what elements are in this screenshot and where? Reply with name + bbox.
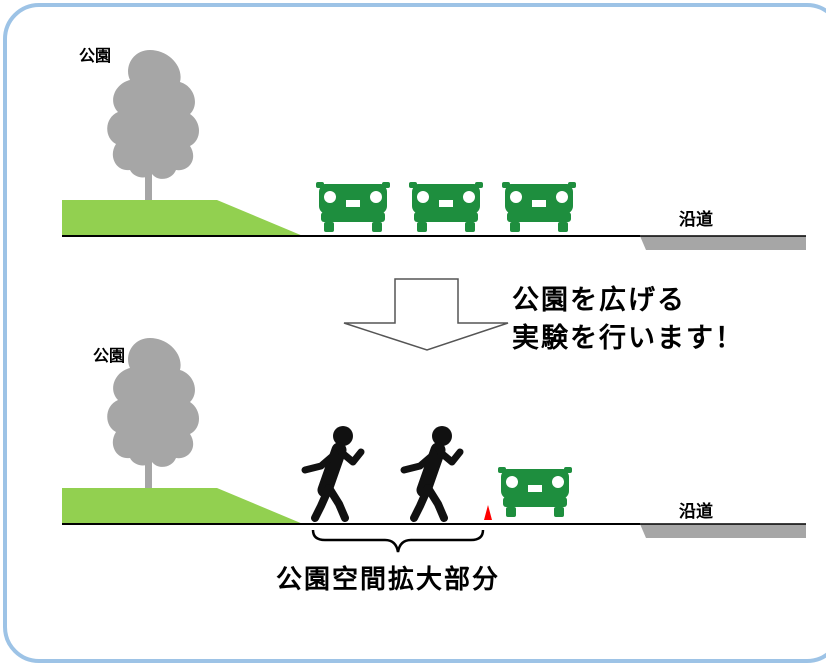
person-walking-icon [404, 426, 460, 518]
car-icon [498, 467, 572, 517]
down-arrow-icon [343, 278, 509, 351]
cone-icon [484, 505, 492, 520]
park-grass [62, 200, 303, 236]
top-scene [62, 50, 806, 250]
sidewalk [640, 524, 806, 538]
car-icon [502, 182, 576, 232]
announcement-line-2: 実験を行います！ [512, 323, 744, 354]
bottom-scene [62, 338, 806, 553]
park-label-top: 公園 [79, 46, 112, 65]
expanded-area-label: 公園空間拡大部分 [276, 565, 501, 595]
brace-icon [311, 529, 485, 553]
announcement-text: 公園を広げる 実験を行います！ [512, 282, 744, 358]
announcement-line-1: 公園を広げる [512, 285, 686, 316]
tree-icon [107, 50, 199, 200]
park-grass [62, 488, 303, 524]
sidewalk [640, 236, 806, 250]
car-icon [316, 182, 390, 232]
park-label-bottom: 公園 [93, 346, 126, 365]
roadside-label-bottom: 沿道 [679, 502, 713, 522]
person-walking-icon [305, 426, 361, 518]
roadside-label-top: 沿道 [679, 210, 713, 230]
car-icon [409, 182, 483, 232]
